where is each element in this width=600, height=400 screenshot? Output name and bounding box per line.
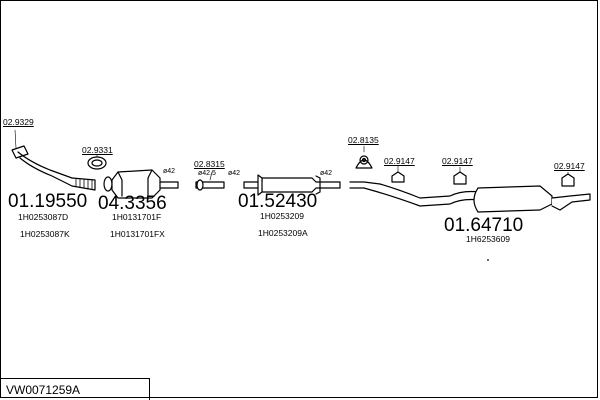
- middle-silencer-drawing: [243, 174, 341, 196]
- part-reference: 1H0131701F: [112, 212, 162, 222]
- fitting-label: 02.9147: [554, 161, 585, 171]
- part-reference: 1H0253087D: [18, 212, 69, 222]
- fitting-label: 02.9331: [82, 145, 113, 155]
- fitting-label: 02.8135: [348, 135, 379, 145]
- front-pipe-drawing: [11, 145, 96, 191]
- diagram-code: VW0071259A: [0, 378, 150, 400]
- catalytic-converter-drawing: [111, 169, 179, 199]
- fitting-label: 02.9329: [3, 117, 34, 127]
- part-number: 01.19550: [8, 191, 88, 212]
- connector-pipe-drawing: [195, 179, 225, 191]
- part-reference: 1H0253209: [260, 211, 304, 221]
- leader-lines: [14, 129, 569, 261]
- diameter-label: ø42: [320, 170, 333, 177]
- rear-silencer-drawing: [349, 181, 591, 213]
- part-reference: 1H0131701FX: [110, 229, 165, 239]
- diameter-label: ø42: [163, 168, 176, 175]
- diameter-label: ø42.5: [198, 170, 216, 177]
- fitting-label: 02.9147: [442, 156, 473, 166]
- part-number: 01.52430: [238, 191, 318, 212]
- part-number: 01.64710: [444, 215, 524, 236]
- diameter-label: ø42: [228, 170, 241, 177]
- part-number: 04.3356: [98, 193, 167, 214]
- part-reference: 1H0253209A: [258, 228, 308, 238]
- part-reference: 1H6253609: [466, 234, 510, 244]
- mounting-ring-drawing: [355, 155, 373, 169]
- fitting-label: 02.8315: [194, 159, 225, 169]
- fitting-label: 02.9147: [384, 156, 415, 166]
- hanger-rubber-drawings: [391, 171, 575, 187]
- part-reference: 1H0253087K: [20, 229, 70, 239]
